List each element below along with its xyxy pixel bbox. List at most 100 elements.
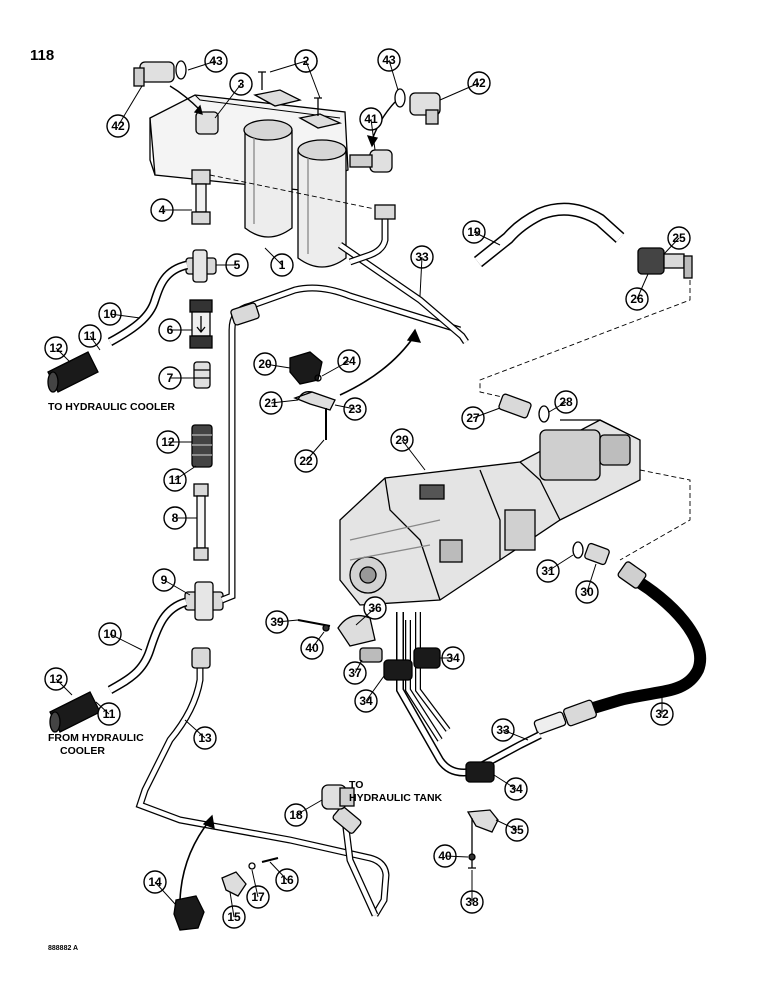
hose-end-32 bbox=[533, 699, 597, 735]
callout-label-28: 28 bbox=[559, 395, 573, 409]
callout-leader-14 bbox=[154, 881, 177, 906]
callout-leader-33 bbox=[502, 729, 529, 741]
callout-leader-18 bbox=[295, 799, 323, 816]
callout-leader-16 bbox=[269, 861, 288, 881]
callout-label-3: 3 bbox=[238, 77, 245, 91]
curved-arrow-33 bbox=[339, 334, 416, 396]
callout-leader-33 bbox=[419, 256, 423, 297]
note-from-hydraulic-cooler-line1: FROM HYDRAULIC bbox=[48, 732, 144, 744]
fitting-27 bbox=[498, 393, 532, 419]
leader-lines bbox=[55, 59, 680, 918]
coupler-to-cooler bbox=[47, 351, 99, 393]
callout-label-36: 36 bbox=[368, 601, 382, 615]
callout-leader-1 bbox=[264, 247, 283, 266]
tube-nut-33 bbox=[230, 302, 260, 326]
callout-leader-19 bbox=[473, 231, 501, 246]
callout-leader-41 bbox=[370, 118, 376, 151]
callout-leader-40 bbox=[444, 855, 469, 858]
callout-label-15: 15 bbox=[227, 910, 241, 924]
callout-label-11: 11 bbox=[103, 707, 116, 721]
elbow-fitting-left bbox=[133, 60, 187, 87]
callout-label-33: 33 bbox=[415, 250, 429, 264]
reference-code: 888882 A bbox=[48, 945, 79, 952]
callout-leader-30 bbox=[586, 563, 597, 593]
callout-leader-37 bbox=[354, 659, 363, 674]
elbow-fitting-right bbox=[394, 88, 441, 125]
callout-label-5: 5 bbox=[234, 258, 241, 272]
callout-leader-26 bbox=[636, 273, 649, 300]
clamp-20 bbox=[289, 351, 323, 385]
callout-leader-29 bbox=[401, 439, 426, 471]
cross-9 bbox=[184, 581, 224, 621]
elbow-18 bbox=[321, 784, 355, 810]
note-from-hydraulic-cooler-line2: COOLER bbox=[60, 745, 105, 757]
callout-label-34: 34 bbox=[446, 651, 460, 665]
clamp-34 bbox=[383, 647, 495, 783]
callout-leader-31 bbox=[547, 554, 574, 572]
callout-leader-22 bbox=[305, 439, 325, 462]
clamp-14 bbox=[173, 895, 205, 931]
callout-label-1: 1 bbox=[279, 258, 286, 272]
callout-leader-12 bbox=[55, 347, 71, 363]
callout-leader-2 bbox=[269, 60, 307, 73]
callout-leader-35 bbox=[495, 819, 518, 831]
callout-leader-36 bbox=[355, 607, 376, 626]
hose-10-lower bbox=[107, 597, 188, 694]
fitting-30 bbox=[584, 542, 610, 566]
page-number: 118 bbox=[30, 47, 55, 64]
callout-leader-11 bbox=[174, 465, 197, 481]
curved-arrow-14 bbox=[179, 819, 211, 901]
fitting-25 bbox=[637, 247, 693, 279]
callout-label-43: 43 bbox=[209, 54, 223, 68]
bracket-21-23 bbox=[293, 374, 336, 440]
note-to-hydraulic-cooler: TO HYDRAULIC COOLER bbox=[48, 401, 175, 413]
callout-leader-42 bbox=[439, 82, 480, 101]
callout-label-34: 34 bbox=[509, 782, 523, 796]
callout-leader-39 bbox=[276, 619, 299, 623]
hydraulic-pump bbox=[339, 419, 641, 606]
adapter-4 bbox=[191, 169, 211, 225]
elbow-fitting-41 bbox=[349, 149, 393, 173]
callout-label-13: 13 bbox=[198, 731, 212, 745]
callout-leader-10 bbox=[109, 313, 141, 319]
callout-leader-43 bbox=[187, 60, 217, 71]
callout-leader-34 bbox=[365, 675, 385, 702]
callout-leader-12 bbox=[55, 678, 73, 696]
clamp-36 bbox=[297, 614, 383, 663]
coupler-12-11-mid bbox=[191, 424, 213, 468]
coupler-from-cooler bbox=[49, 691, 101, 733]
filter-assembly bbox=[149, 89, 381, 268]
callout-leader-27 bbox=[472, 407, 501, 419]
callout-label-23: 23 bbox=[348, 402, 362, 416]
callout-leader-15 bbox=[229, 891, 235, 918]
callout-leader-11 bbox=[89, 335, 101, 351]
callout-label-42: 42 bbox=[472, 76, 486, 90]
callout-label-24: 24 bbox=[342, 354, 356, 368]
callout-leader-28 bbox=[548, 401, 567, 413]
bracket-15 bbox=[221, 857, 279, 897]
fitting-3 bbox=[195, 111, 219, 135]
callout-label-35: 35 bbox=[510, 823, 524, 837]
callout-leader-3 bbox=[214, 83, 242, 119]
callout-leader-24 bbox=[321, 360, 350, 377]
callout-leader-9 bbox=[163, 579, 191, 596]
note-to-hydraulic-tank-line1: TO bbox=[349, 779, 364, 791]
callout-leader-34 bbox=[493, 774, 517, 790]
callout-leader-42 bbox=[117, 85, 143, 127]
tube-8 bbox=[193, 483, 209, 561]
callout-leader-11 bbox=[95, 701, 110, 715]
callout-leader-13 bbox=[184, 719, 206, 739]
fitting-7 bbox=[193, 361, 211, 389]
callout-leader-23 bbox=[334, 404, 356, 410]
callout-leader-43 bbox=[388, 59, 399, 91]
callout-leader-17 bbox=[251, 869, 259, 898]
check-valve-6 bbox=[189, 299, 213, 349]
note-to-hydraulic-tank-line2: HYDRAULIC TANK bbox=[349, 792, 443, 804]
bracket-35 bbox=[466, 809, 499, 869]
tee-5 bbox=[185, 249, 217, 283]
callout-24: 24 bbox=[337, 349, 361, 373]
callout-leader-21 bbox=[270, 399, 299, 404]
callout-leader-2 bbox=[305, 60, 321, 99]
callout-leader-10 bbox=[109, 633, 143, 651]
